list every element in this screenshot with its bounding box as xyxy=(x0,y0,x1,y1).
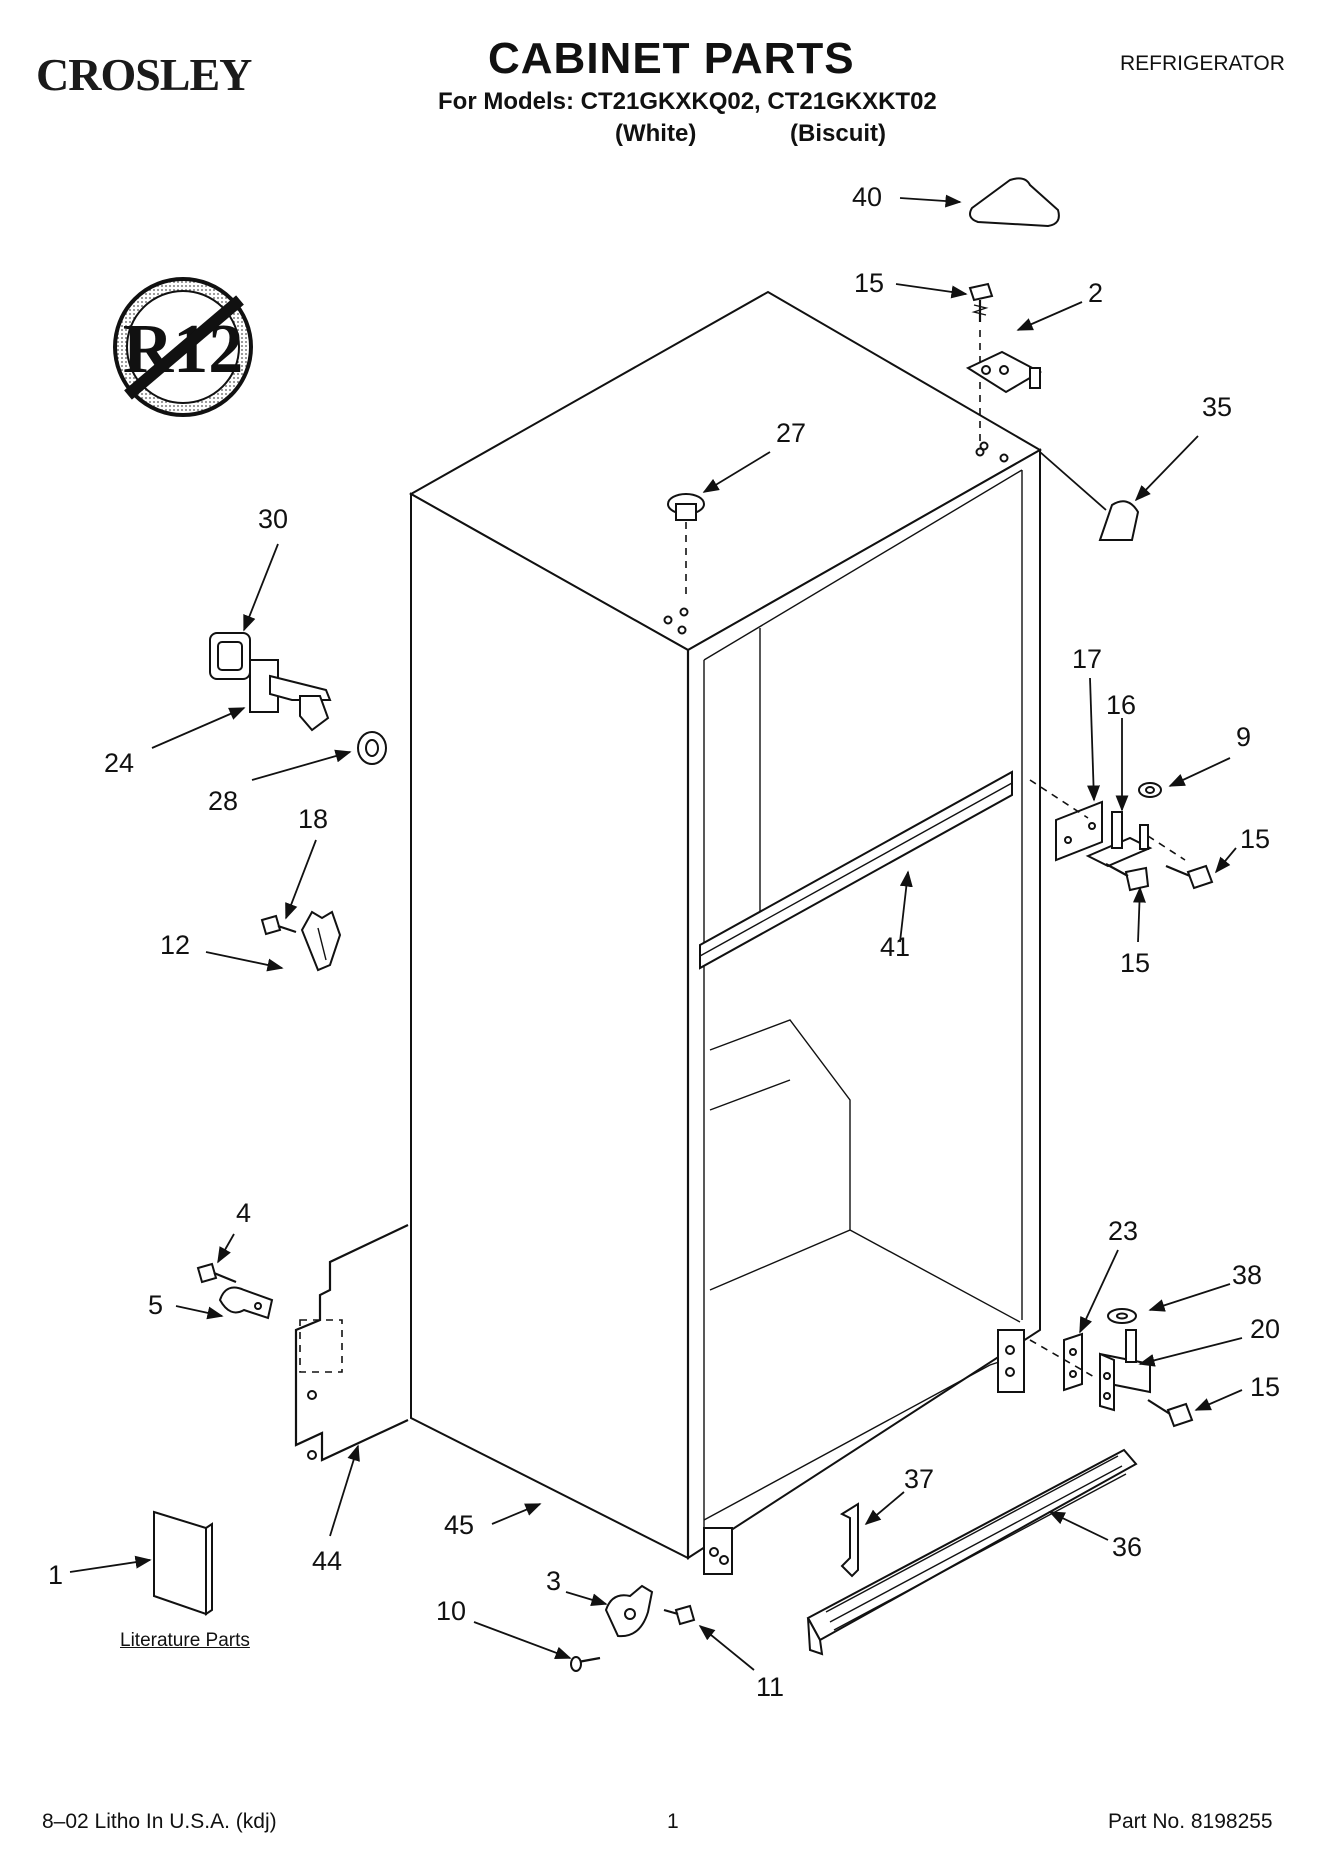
callout-numbers: 40 15 2 35 27 30 24 28 18 12 17 16 9 15 … xyxy=(48,182,1280,1702)
part-15-lower-screw xyxy=(1029,1339,1194,1428)
callout-15-mid-right: 15 xyxy=(1240,824,1270,854)
callout-36: 36 xyxy=(1112,1532,1142,1562)
literature-parts-label: Literature Parts xyxy=(120,1630,250,1651)
part-1-literature xyxy=(153,1510,213,1616)
part-3-bracket xyxy=(604,1584,654,1638)
part-15-middle-screw-b xyxy=(1105,863,1150,892)
part-17-shim xyxy=(1055,800,1103,862)
part-23-shim xyxy=(1063,1332,1083,1392)
callout-38: 38 xyxy=(1232,1260,1262,1290)
callout-20: 20 xyxy=(1250,1314,1280,1344)
no-r12-emblem: R12 xyxy=(113,277,253,417)
leader-lines xyxy=(69,194,1243,1671)
callout-16: 16 xyxy=(1106,690,1136,720)
part-11-screw xyxy=(663,1604,696,1626)
cabinet-body xyxy=(408,290,1043,1575)
callout-5: 5 xyxy=(148,1290,163,1320)
callout-30: 30 xyxy=(258,504,288,534)
models-line: For Models: CT21GKXKQ02, CT21GKXKT02 xyxy=(438,88,937,115)
part-16-center-hinge xyxy=(1029,779,1186,868)
callout-17: 17 xyxy=(1072,644,1102,674)
part-9-washer xyxy=(1138,782,1162,798)
callout-35: 35 xyxy=(1202,392,1232,422)
callout-15-mid-lower: 15 xyxy=(1120,948,1150,978)
part-37-clip xyxy=(839,1502,859,1578)
callout-4: 4 xyxy=(236,1198,251,1228)
part-4-screw xyxy=(196,1262,237,1284)
part-18-screw xyxy=(260,914,297,936)
part-number: Part No. 8198255 xyxy=(1108,1810,1273,1833)
part-41-mullion xyxy=(699,770,1013,970)
prohibition-slash xyxy=(124,295,244,400)
callout-44: 44 xyxy=(312,1546,342,1576)
callout-28: 28 xyxy=(208,786,238,816)
page-title: CABINET PARTS xyxy=(488,34,855,83)
callout-15-lower: 15 xyxy=(1250,1372,1280,1402)
callout-15-top: 15 xyxy=(854,268,884,298)
brand-logo: CROSLEY xyxy=(36,49,252,100)
print-info: 8–02 Litho In U.S.A. (kdj) xyxy=(42,1810,277,1833)
callout-9: 9 xyxy=(1236,722,1251,752)
part-28-washer xyxy=(357,731,387,765)
callout-24: 24 xyxy=(104,748,134,778)
callout-3: 3 xyxy=(546,1566,561,1596)
part-2-top-hinge xyxy=(965,350,1043,394)
callout-45: 45 xyxy=(444,1510,474,1540)
part-20-bottom-hinge xyxy=(1099,1329,1151,1412)
part-12-clip xyxy=(300,910,342,972)
part-35-hinge-cover xyxy=(1039,451,1140,541)
callout-12: 12 xyxy=(160,930,190,960)
part-27-plug xyxy=(667,493,705,596)
callout-18: 18 xyxy=(298,804,328,834)
part-10-pin xyxy=(570,1656,601,1672)
part-15-middle-screw-a xyxy=(1165,864,1214,890)
callout-27: 27 xyxy=(776,418,806,448)
callout-37: 37 xyxy=(904,1464,934,1494)
part-36-toe-grille xyxy=(806,1448,1138,1656)
page-number: 1 xyxy=(667,1810,679,1833)
part-38-washer xyxy=(1107,1308,1137,1324)
part-30-gasket xyxy=(209,632,251,680)
appliance-category: REFRIGERATOR xyxy=(1120,52,1285,75)
part-44-side-panel xyxy=(294,1224,409,1462)
model-color-white: (White) xyxy=(615,120,697,147)
callout-41: 41 xyxy=(880,932,910,962)
part-40-top-cap xyxy=(969,177,1060,228)
part-24-shaft xyxy=(249,659,332,732)
part-15-top-screw xyxy=(968,282,994,445)
callout-40: 40 xyxy=(852,182,882,212)
callout-1: 1 xyxy=(48,1560,63,1590)
callout-10: 10 xyxy=(436,1596,466,1626)
callout-23: 23 xyxy=(1108,1216,1138,1246)
callout-2: 2 xyxy=(1088,278,1103,308)
model-color-biscuit: (Biscuit) xyxy=(790,120,886,147)
part-5-clamp xyxy=(218,1286,274,1320)
callout-11: 11 xyxy=(756,1672,784,1702)
